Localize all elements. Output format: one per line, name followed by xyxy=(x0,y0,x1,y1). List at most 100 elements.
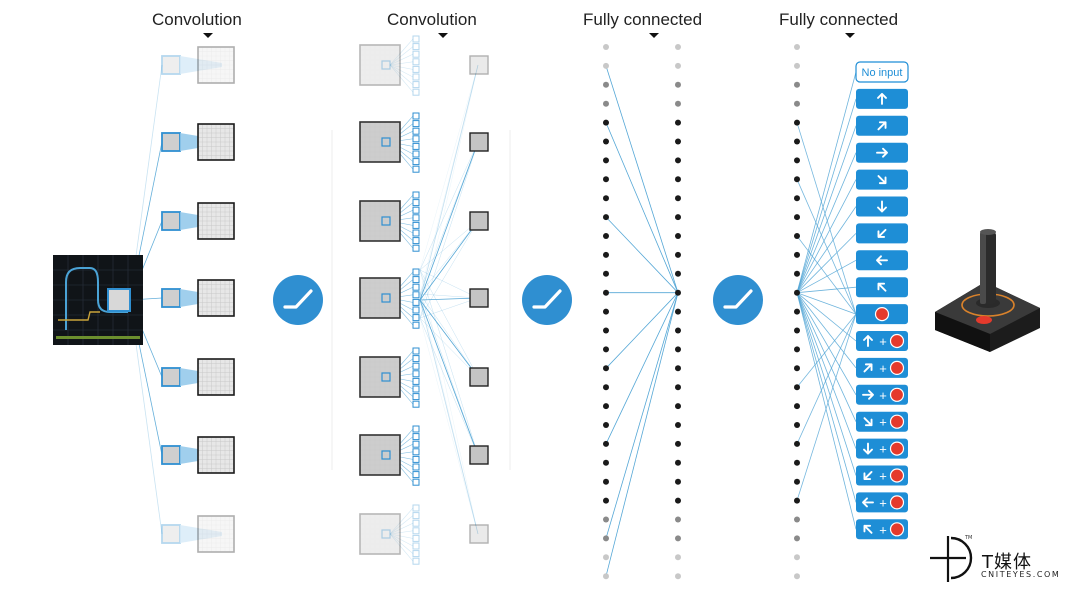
action-button xyxy=(856,304,908,325)
connection-line xyxy=(389,46,414,66)
fc-node xyxy=(794,497,800,504)
conv2-channel xyxy=(412,393,420,401)
conv2-channel xyxy=(412,237,420,245)
fc-node xyxy=(794,233,800,239)
fc-node xyxy=(675,346,681,353)
conv2-channel xyxy=(412,229,420,237)
plus-label: + xyxy=(879,388,887,403)
conv2-output-unit xyxy=(469,132,489,152)
fc-node xyxy=(603,365,609,372)
fc-node xyxy=(603,81,609,88)
connection-line xyxy=(419,293,479,378)
action-button xyxy=(856,115,908,136)
fire-button-icon xyxy=(874,307,890,322)
conv2-channel xyxy=(412,142,420,150)
connection-line xyxy=(796,152,857,293)
conv2-channel xyxy=(412,221,420,229)
connection-line xyxy=(419,141,479,271)
fc-node xyxy=(603,459,609,466)
connection-line xyxy=(796,313,857,445)
action-button: No input xyxy=(855,61,909,83)
left-arrow-icon xyxy=(862,497,874,508)
action-button: + xyxy=(856,384,908,405)
action-button: + xyxy=(856,519,908,540)
conv2-output-unit xyxy=(469,367,489,387)
conv2-channel xyxy=(412,321,420,329)
caret-down-icon xyxy=(437,33,448,38)
connection-line xyxy=(796,313,857,501)
connection-line xyxy=(419,141,479,319)
conv2-channel xyxy=(412,370,420,378)
fc-node xyxy=(675,157,681,164)
fc-node xyxy=(794,251,800,258)
fc-node xyxy=(603,516,609,523)
conv2-feature-map xyxy=(359,44,401,86)
fc-node xyxy=(794,422,800,428)
conv2-feature-map xyxy=(359,121,401,163)
logo-mark-icon: TM xyxy=(930,535,972,582)
conv2-channel xyxy=(412,191,420,199)
right-arrow-icon xyxy=(876,147,888,158)
connection-line xyxy=(419,293,479,456)
fc-node xyxy=(794,403,800,410)
fc-node xyxy=(603,308,609,315)
fc2-title: Fully connected xyxy=(779,10,898,38)
connection-line xyxy=(389,533,414,547)
fc-node xyxy=(603,535,609,542)
connection-line xyxy=(796,98,857,293)
connection-line xyxy=(419,141,479,295)
conv2-feature-map xyxy=(359,356,401,398)
conv2-channel xyxy=(412,65,420,73)
fc-node xyxy=(675,138,681,145)
fire-button-icon xyxy=(889,333,905,349)
action-button: + xyxy=(856,411,908,432)
up-left-arrow-icon xyxy=(877,282,887,292)
action-button: + xyxy=(856,465,908,486)
connection-line xyxy=(389,515,414,535)
conv1-feature-map xyxy=(197,436,235,474)
fc-node xyxy=(603,62,609,69)
connection-line xyxy=(605,292,679,369)
fc-node xyxy=(675,554,681,561)
conv2-channel xyxy=(412,283,420,291)
conv2-channel xyxy=(412,35,420,43)
connection-line xyxy=(389,64,414,70)
conv1-filter xyxy=(161,524,222,544)
fc-node xyxy=(675,119,681,126)
conv1-feature-map xyxy=(197,123,235,161)
conv2-channel xyxy=(412,112,420,120)
fc-node xyxy=(603,384,609,391)
fc-node xyxy=(675,195,681,202)
joystick-icon xyxy=(935,229,1040,352)
conv2-output-unit xyxy=(469,288,489,308)
conv2-channel xyxy=(412,347,420,355)
fc-node xyxy=(675,251,681,258)
conv2-channel xyxy=(412,471,420,479)
connection-line xyxy=(419,64,479,319)
connection-line xyxy=(605,292,679,539)
fc-node xyxy=(675,365,681,372)
fc-node xyxy=(794,289,800,296)
connection-line xyxy=(796,292,857,503)
connection-line xyxy=(389,533,414,554)
fc-node xyxy=(794,214,800,221)
fc-node xyxy=(603,422,609,428)
action-button: + xyxy=(856,357,908,378)
fc-node xyxy=(603,176,609,183)
connection-line xyxy=(419,299,479,456)
conv2-channel xyxy=(412,433,420,441)
conv2-channel xyxy=(412,440,420,448)
connection-line xyxy=(389,507,414,535)
fc-node xyxy=(603,573,609,580)
up-left-arrow-icon xyxy=(863,524,873,534)
fire-button-icon xyxy=(889,360,905,375)
conv2-channel xyxy=(412,362,420,370)
connection-line xyxy=(419,141,479,301)
connection-line xyxy=(796,122,857,315)
conv2-channel xyxy=(412,425,420,433)
down-arrow-icon xyxy=(863,442,873,455)
fc-node xyxy=(603,327,609,334)
conv1-filter xyxy=(161,55,222,75)
fc-node xyxy=(794,62,800,69)
conv2-channel xyxy=(412,199,420,207)
